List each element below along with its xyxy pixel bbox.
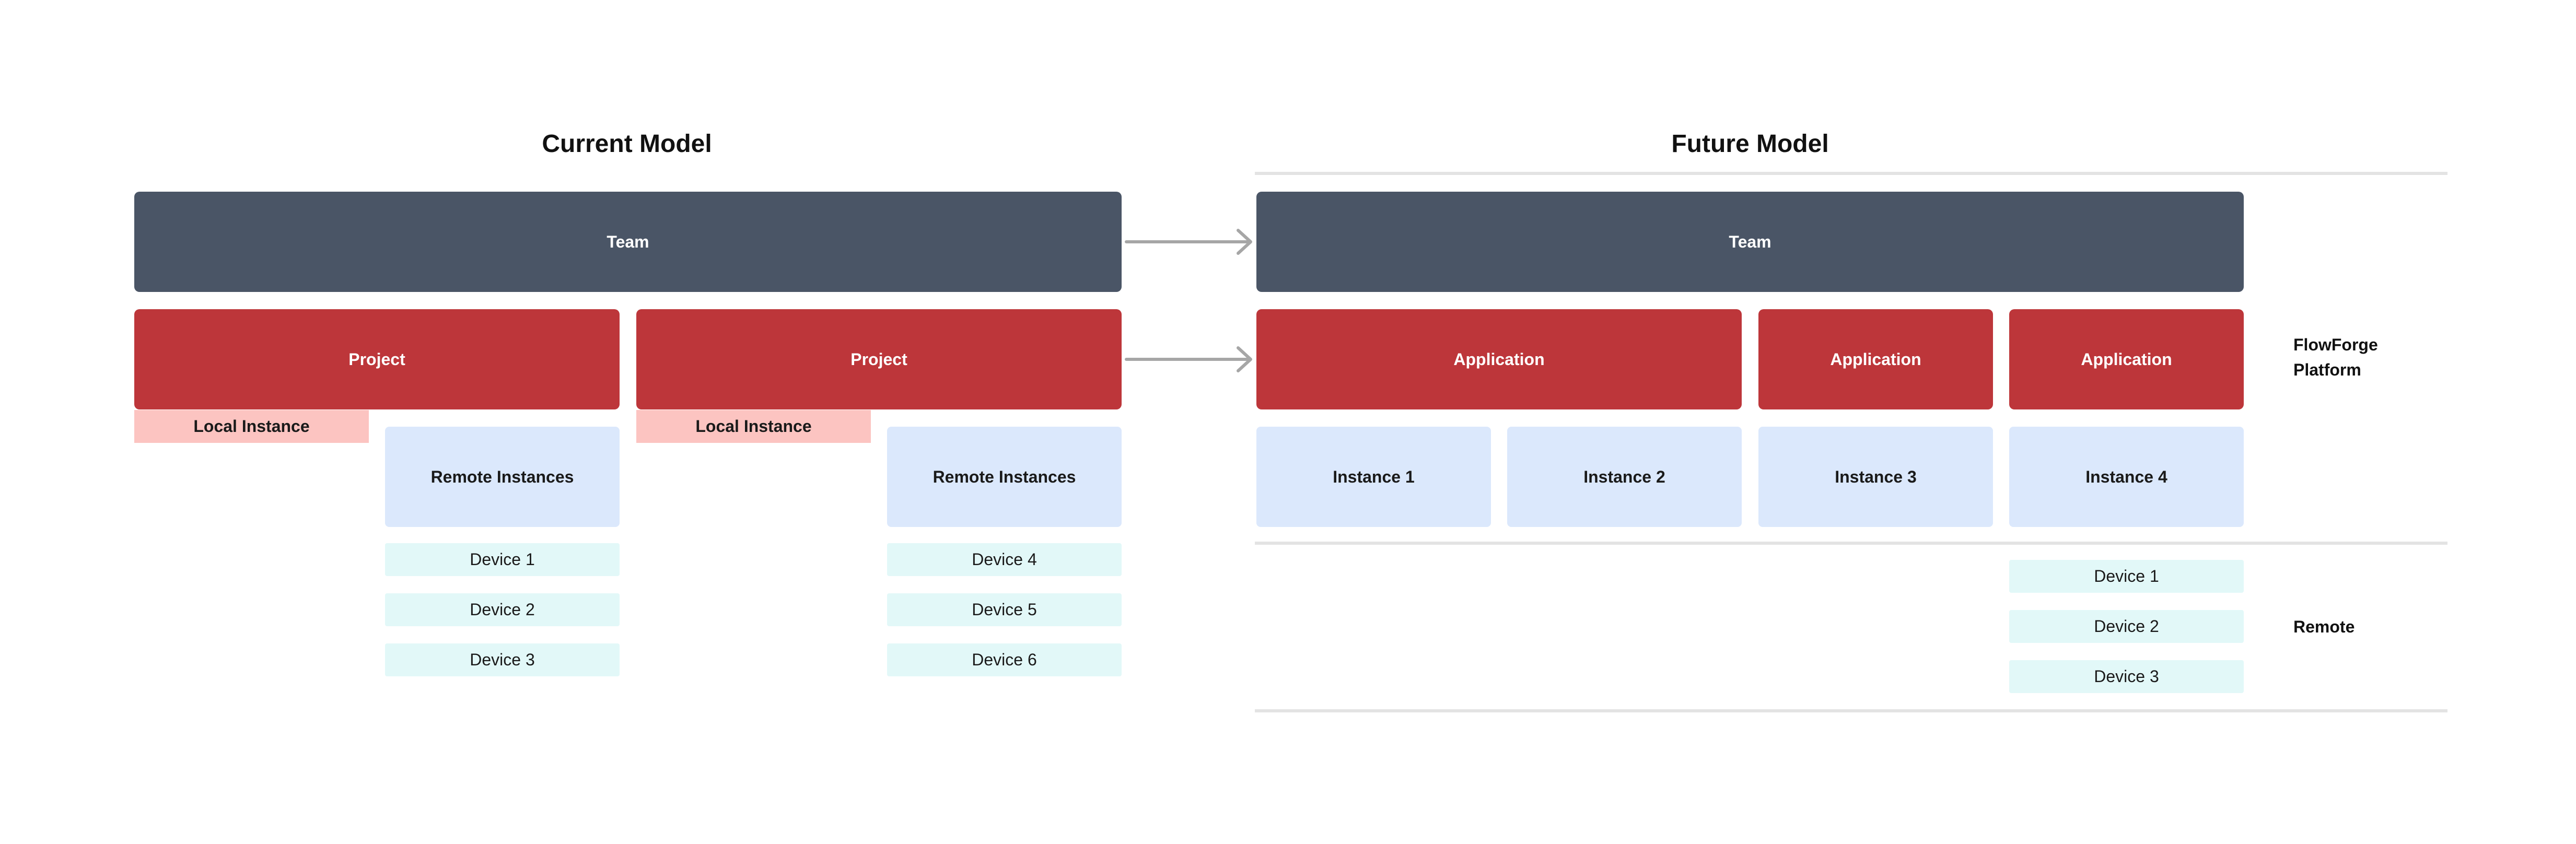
- local-instance-2: Local Instance: [636, 410, 871, 443]
- current-model-title: Current Model: [542, 130, 712, 158]
- current-device-5: Device 5: [887, 593, 1122, 626]
- remote-instances-1: Remote Instances: [385, 427, 620, 527]
- future-device-3: Device 3: [2009, 660, 2244, 693]
- remote-label: Remote: [2293, 617, 2355, 636]
- divider-bottom: [1255, 709, 2447, 712]
- platform-label-line2: Platform: [2293, 360, 2361, 379]
- current-device-3: Device 3: [385, 643, 620, 676]
- future-device-2: Device 2: [2009, 610, 2244, 643]
- instance-3: Instance 3: [1758, 427, 1993, 527]
- current-device-4: Device 4: [887, 543, 1122, 576]
- instance-1: Instance 1: [1256, 427, 1491, 527]
- future-team-box: Team: [1256, 192, 2244, 292]
- current-team-box: Team: [134, 192, 1122, 292]
- arrow-right-icon: [1125, 346, 1252, 372]
- current-device-6: Device 6: [887, 643, 1122, 676]
- current-project-2: Project: [636, 309, 1122, 409]
- future-device-1: Device 1: [2009, 560, 2244, 593]
- arrow-right-icon: [1125, 229, 1252, 255]
- application-1: Application: [1256, 309, 1742, 409]
- current-device-2: Device 2: [385, 593, 620, 626]
- remote-instances-2: Remote Instances: [887, 427, 1122, 527]
- application-3: Application: [2009, 309, 2244, 409]
- platform-label-line1: FlowForge: [2293, 335, 2378, 354]
- flowforge-platform-label: FlowForge Platform: [2293, 332, 2429, 382]
- instance-4: Instance 4: [2009, 427, 2244, 527]
- instance-2: Instance 2: [1507, 427, 1742, 527]
- current-device-1: Device 1: [385, 543, 620, 576]
- local-instance-1: Local Instance: [134, 410, 369, 443]
- future-model-title: Future Model: [1671, 130, 1829, 158]
- application-2: Application: [1758, 309, 1993, 409]
- divider-top: [1255, 172, 2447, 175]
- current-project-1: Project: [134, 309, 620, 409]
- divider-middle: [1255, 542, 2447, 545]
